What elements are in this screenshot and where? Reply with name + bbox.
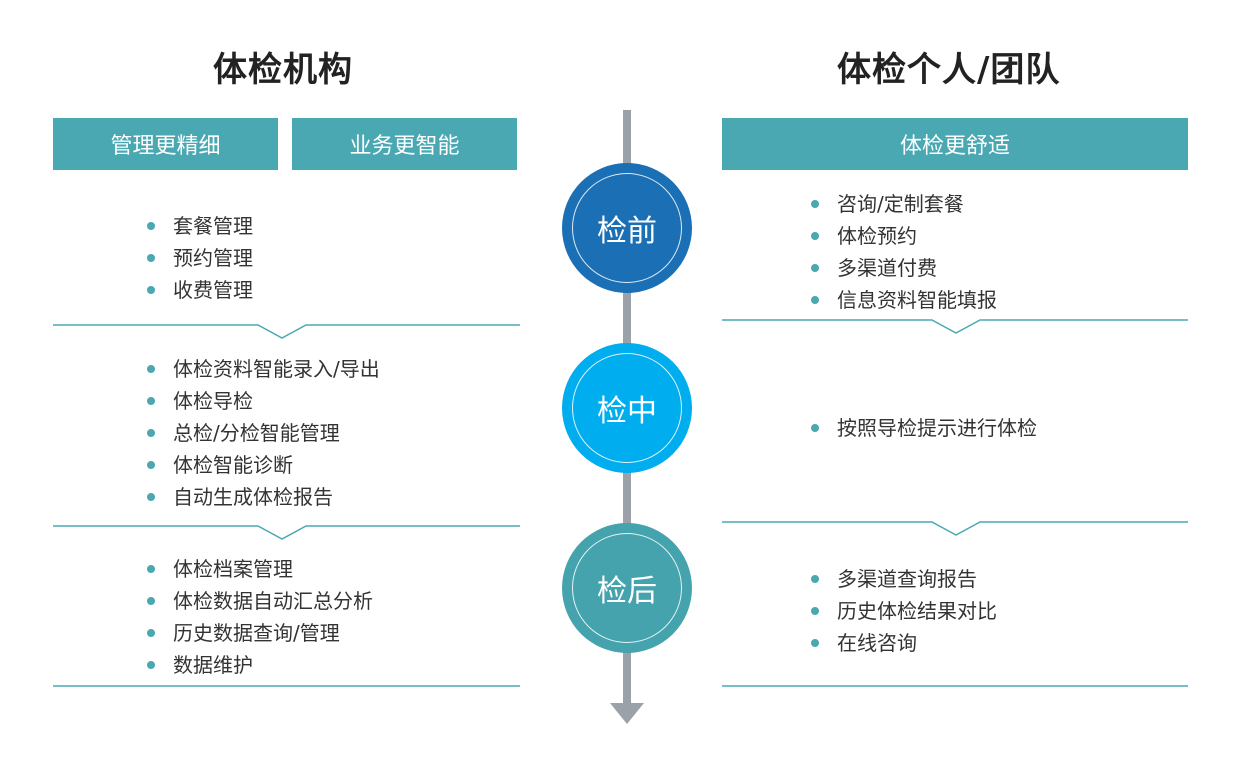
left-list-post: 体检档案管理 体检数据自动汇总分析 历史数据查询/管理 数据维护 xyxy=(147,553,373,681)
right-list-during: 按照导检提示进行体检 xyxy=(811,412,1037,444)
right-list-post: 多渠道查询报告 历史体检结果对比 在线咨询 xyxy=(811,563,997,659)
list-item: 按照导检提示进行体检 xyxy=(811,412,1037,444)
list-item: 多渠道查询报告 xyxy=(811,563,997,595)
list-item: 体检智能诊断 xyxy=(147,449,380,481)
right-divider-1 xyxy=(722,319,1188,334)
list-item: 体检预约 xyxy=(811,220,997,252)
list-item: 体检数据自动汇总分析 xyxy=(147,585,373,617)
list-item: 在线咨询 xyxy=(811,627,997,659)
list-item: 咨询/定制套餐 xyxy=(811,188,997,220)
list-item: 体检档案管理 xyxy=(147,553,373,585)
list-item: 套餐管理 xyxy=(147,210,253,242)
header-box-management: 管理更精细 xyxy=(53,118,278,170)
stage-label-during: 检中 xyxy=(572,353,682,463)
left-divider-1 xyxy=(53,324,520,339)
list-item: 历史数据查询/管理 xyxy=(147,617,373,649)
list-item: 体检资料智能录入/导出 xyxy=(147,353,380,385)
timeline-arrowhead xyxy=(610,703,644,724)
left-title: 体检机构 xyxy=(213,50,353,90)
stage-label-post: 检后 xyxy=(572,533,682,643)
list-item: 信息资料智能填报 xyxy=(811,284,997,316)
list-item: 多渠道付费 xyxy=(811,252,997,284)
left-divider-2 xyxy=(53,525,520,540)
list-item: 自动生成体检报告 xyxy=(147,481,380,513)
list-item: 历史体检结果对比 xyxy=(811,595,997,627)
header-box-business: 业务更智能 xyxy=(292,118,517,170)
right-list-pre: 咨询/定制套餐 体检预约 多渠道付费 信息资料智能填报 xyxy=(811,188,997,316)
right-title: 体检个人/团队 xyxy=(837,50,1061,90)
list-item: 体检导检 xyxy=(147,385,380,417)
stage-circle-post: 检后 xyxy=(562,523,692,653)
stage-circle-during: 检中 xyxy=(562,343,692,473)
list-item: 总检/分检智能管理 xyxy=(147,417,380,449)
list-item: 数据维护 xyxy=(147,649,373,681)
stage-circle-pre: 检前 xyxy=(562,163,692,293)
header-box-comfort: 体检更舒适 xyxy=(722,118,1188,170)
list-item: 收费管理 xyxy=(147,274,253,306)
stage-label-pre: 检前 xyxy=(572,173,682,283)
left-list-pre: 套餐管理 预约管理 收费管理 xyxy=(147,210,253,306)
right-divider-2 xyxy=(722,521,1188,536)
left-list-during: 体检资料智能录入/导出 体检导检 总检/分检智能管理 体检智能诊断 自动生成体检… xyxy=(147,353,380,513)
list-item: 预约管理 xyxy=(147,242,253,274)
